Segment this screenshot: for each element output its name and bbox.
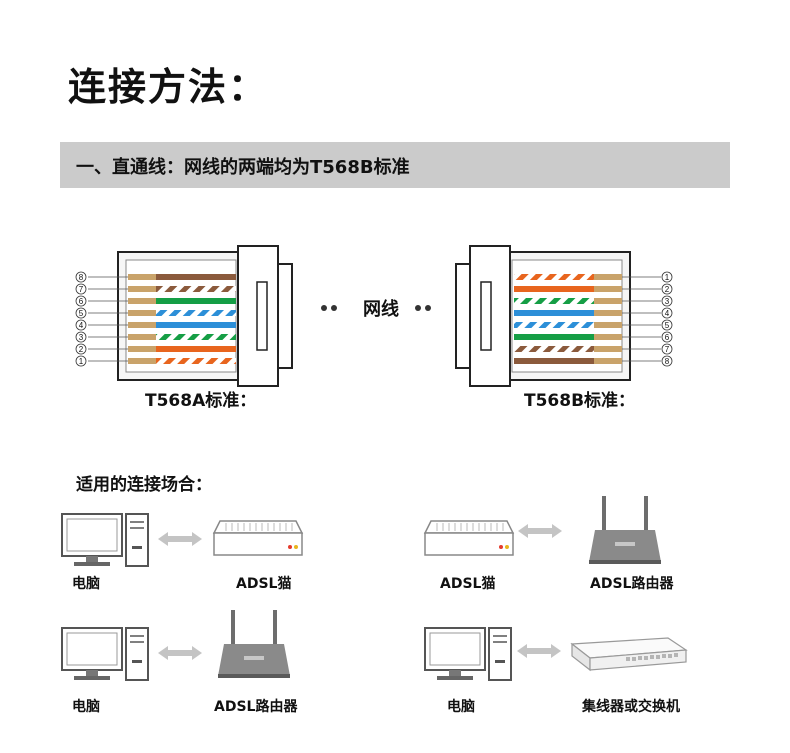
switch-icon [570,637,688,672]
left-pin-number: 7 [79,285,84,294]
right-rj45-connector: 1 2 3 4 5 6 7 8 [455,245,673,387]
right-pin-number: 7 [665,345,670,354]
scenario-1-right-label: ADSL猫 [236,576,292,592]
bidirectional-arrow-icon [158,532,202,546]
right-pin-number: 6 [665,333,670,342]
right-pin-number: 3 [665,297,670,306]
left-connector-caption: T568A标准： [145,390,256,411]
modem-icon [423,520,515,556]
scenario-3-right-label: ADSL路由器 [214,699,298,715]
left-pin-number: 2 [79,345,84,354]
scenario-4-right-label: 集线器或交换机 [582,699,680,715]
left-pin-number: 8 [79,273,84,282]
right-pin-number: 5 [665,321,670,330]
right-gold-pins [594,274,622,364]
computer-icon [424,627,512,681]
router-icon [218,610,290,678]
left-wires [156,274,236,364]
right-pin-badges [661,271,673,367]
left-pin-number: 3 [79,333,84,342]
right-pin-number: 8 [665,357,670,366]
section-title: 一、直通线：网线的两端均为T568B标准 [76,157,410,178]
bidirectional-arrow-icon [517,644,561,658]
right-wires [514,274,594,364]
left-pin-number: 5 [79,309,84,318]
right-pin-number: 1 [665,273,670,282]
bidirectional-arrow-icon [158,646,202,660]
left-rj45-connector: 8 7 6 5 4 3 2 1 [75,245,293,387]
computer-icon [61,513,149,567]
left-pin-badges [75,271,87,367]
scenario-1-left-label: 电脑 [72,576,100,592]
scenario-4-left-label: 电脑 [447,699,475,715]
modem-icon [212,520,304,556]
scenario-2-left-label: ADSL猫 [440,576,496,592]
page-title: 连接方法： [68,65,269,109]
bidirectional-arrow-icon [518,524,562,538]
section-banner: 一、直通线：网线的两端均为T568B标准 [60,142,730,188]
scenario-3-left-label: 电脑 [72,699,100,715]
left-gold-pins [128,274,156,364]
left-pin-number: 6 [79,297,84,306]
left-pin-number: 1 [79,357,84,366]
cable-middle-label: 网线 [321,298,431,320]
computer-icon [61,627,149,681]
router-icon [589,496,661,564]
right-pin-number: 2 [665,285,670,294]
right-connector-caption: T568B标准： [524,390,635,411]
right-pin-number: 4 [665,309,670,318]
scenario-2-right-label: ADSL路由器 [590,576,674,592]
scenarios-title: 适用的连接场合： [76,475,212,495]
left-pin-number: 4 [79,321,84,330]
cable-label: 网线 [363,298,399,320]
cable-diagram: 8 7 6 5 4 3 2 1 网线 [75,245,673,411]
